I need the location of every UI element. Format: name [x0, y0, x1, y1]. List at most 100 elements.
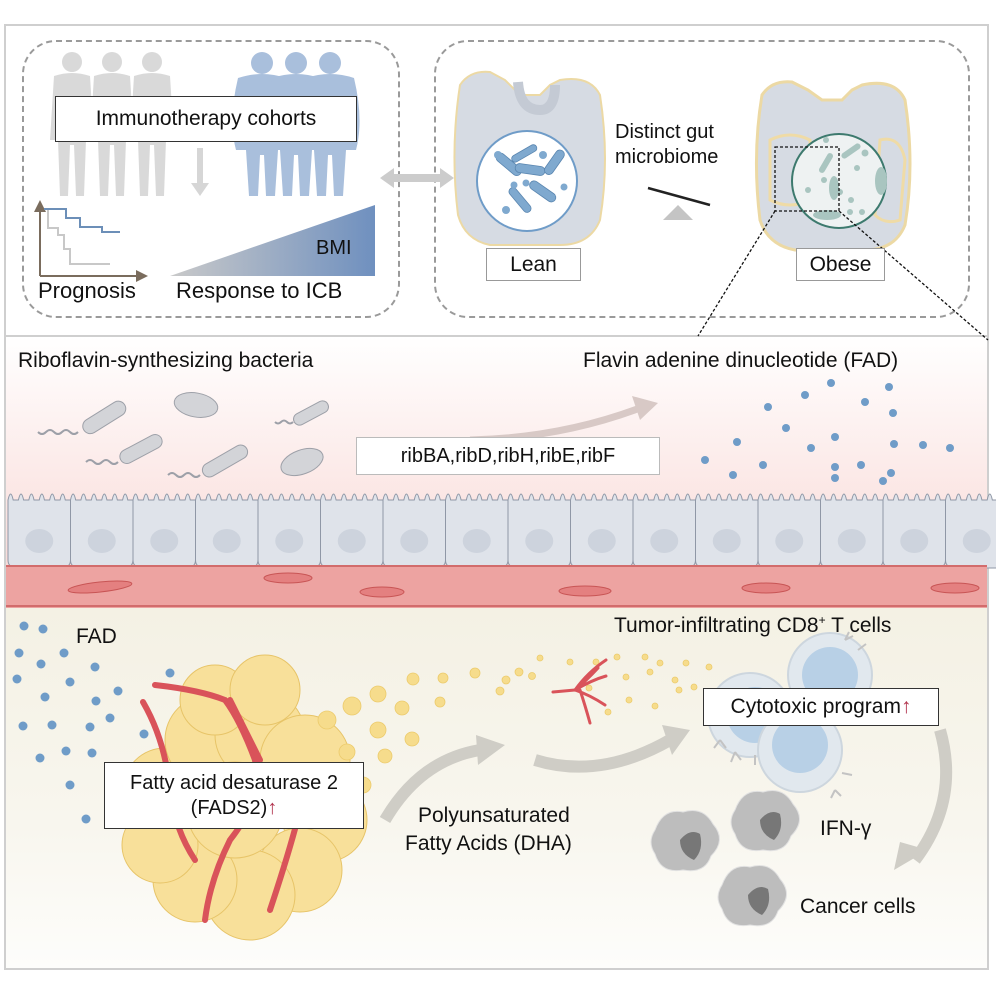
pufa-droplet — [514, 667, 524, 677]
pufa-droplet — [705, 663, 713, 671]
fads2-label-line2: (FADS2)↑ — [191, 796, 278, 821]
pufa-droplet — [338, 743, 356, 761]
fad-dot — [827, 379, 835, 387]
fad-dot — [59, 648, 69, 658]
pufa-droplets — [317, 653, 713, 822]
cell-nucleus — [962, 529, 991, 553]
response-to-icb-label: Response to ICB — [176, 278, 343, 303]
fad-dot — [81, 814, 91, 824]
fad-label: FAD — [76, 625, 117, 648]
microbiome-label-line2: microbiome — [615, 146, 719, 168]
fad-dot — [885, 383, 893, 391]
pufa-droplet — [536, 654, 544, 662]
prognosis-km-plot-icon — [34, 200, 148, 282]
ifn-gamma-label: IFN-γ — [820, 817, 872, 840]
pufa-droplet — [495, 686, 505, 696]
pufa-droplet — [406, 672, 420, 686]
fad-dot — [14, 648, 24, 658]
fad-dot — [782, 424, 790, 432]
genes-label-box: ribBA,ribD,ribH,ribE,ribF — [356, 437, 660, 475]
bottom-panel-frame — [4, 335, 989, 970]
up-arrow-icon: ↑ — [900, 695, 912, 718]
fad-dot — [90, 662, 100, 672]
pufa-droplet — [651, 702, 659, 710]
fad-dot — [65, 677, 75, 687]
fad-dot — [85, 722, 95, 732]
pufa-droplet — [671, 676, 679, 684]
fad-dot — [47, 720, 57, 730]
cell-nucleus — [87, 529, 116, 553]
microbiome-label-line1: Distinct gut — [615, 121, 714, 143]
pufa-droplet — [622, 673, 630, 681]
fad-dot — [887, 469, 895, 477]
fad-dot — [165, 668, 175, 678]
fad-dot — [65, 780, 75, 790]
cell-nucleus — [587, 529, 616, 553]
riboflavin-bacteria-label: Riboflavin-synthesizing bacteria — [18, 349, 314, 372]
up-arrow-icon: ↑ — [267, 796, 278, 819]
pufa-droplet — [469, 667, 481, 679]
lean-label-box: Lean — [486, 248, 581, 281]
fad-dot — [729, 471, 737, 479]
flow-arrows — [379, 728, 953, 864]
cytotoxic-label: Cytotoxic program — [730, 695, 901, 718]
bidirectional-arrow-icon — [380, 168, 454, 188]
cell-nucleus — [712, 529, 741, 553]
bmi-label: BMI — [316, 237, 352, 259]
pufa-droplet — [682, 659, 690, 667]
obese-gut-icon — [754, 80, 912, 252]
fad-dot — [701, 456, 709, 464]
tcell-label-sup: + — [818, 613, 826, 627]
cell-nucleus — [650, 529, 679, 553]
pufa-droplet — [501, 675, 511, 685]
cell-nucleus — [775, 529, 804, 553]
obese-label-box: Obese — [796, 248, 885, 281]
fad-dot — [831, 474, 839, 482]
fad-dot — [801, 391, 809, 399]
fad-dot — [807, 444, 815, 452]
tcell-label-main: Tumor-infiltrating CD8 — [614, 614, 819, 637]
cell-nucleus — [837, 529, 866, 553]
fad-dot — [831, 463, 839, 471]
pufa-droplet — [437, 672, 449, 684]
fad-dot — [105, 713, 115, 723]
cell-nucleus — [212, 529, 241, 553]
pufa-droplet — [585, 684, 593, 692]
cytotoxic-label-box: Cytotoxic program↑ — [703, 688, 939, 726]
cell-nucleus — [400, 529, 429, 553]
pufa-droplet — [592, 658, 600, 666]
zoom-line-right — [838, 210, 989, 341]
fads2-abbrev: (FADS2) — [190, 796, 268, 819]
genes-label: ribBA,ribD,ribH,ribE,ribF — [400, 444, 616, 467]
pufa-label-line1: Polyunsaturated — [418, 804, 570, 827]
fad-dot — [87, 748, 97, 758]
pufa-droplet — [394, 700, 410, 716]
pufa-droplet — [604, 708, 612, 716]
pufa-droplet — [641, 653, 649, 661]
pufa-droplet — [434, 696, 446, 708]
cell-nucleus — [275, 529, 304, 553]
cell-nucleus — [150, 529, 179, 553]
fad-dot — [857, 461, 865, 469]
fads2-label-line1: Fatty acid desaturase 2 — [130, 771, 338, 794]
pufa-droplet — [369, 721, 387, 739]
cohort-label-box: Immunotherapy cohorts — [55, 96, 357, 142]
intestinal-epithelium — [7, 493, 996, 569]
fad-dot — [19, 621, 29, 631]
tcell-label-tail: T cells — [825, 614, 892, 637]
pufa-droplet — [317, 710, 337, 730]
tumor-vessel-icon — [551, 658, 608, 725]
pufa-droplet — [675, 686, 683, 694]
pufa-droplet — [646, 668, 654, 676]
zoom-line-left — [697, 210, 776, 337]
pufa-droplet — [625, 696, 633, 704]
balance-scale-icon — [647, 186, 711, 220]
pufa-droplet — [656, 659, 664, 667]
fad-title-label: Flavin adenine dinucleotide (FAD) — [583, 349, 899, 372]
riboflavin-bacteria-icons — [37, 392, 329, 478]
obese-label: Obese — [809, 252, 872, 276]
fad-dot — [139, 729, 149, 739]
fad-dot — [91, 696, 101, 706]
blood-vessel — [6, 565, 987, 608]
fad-dot — [879, 477, 887, 485]
